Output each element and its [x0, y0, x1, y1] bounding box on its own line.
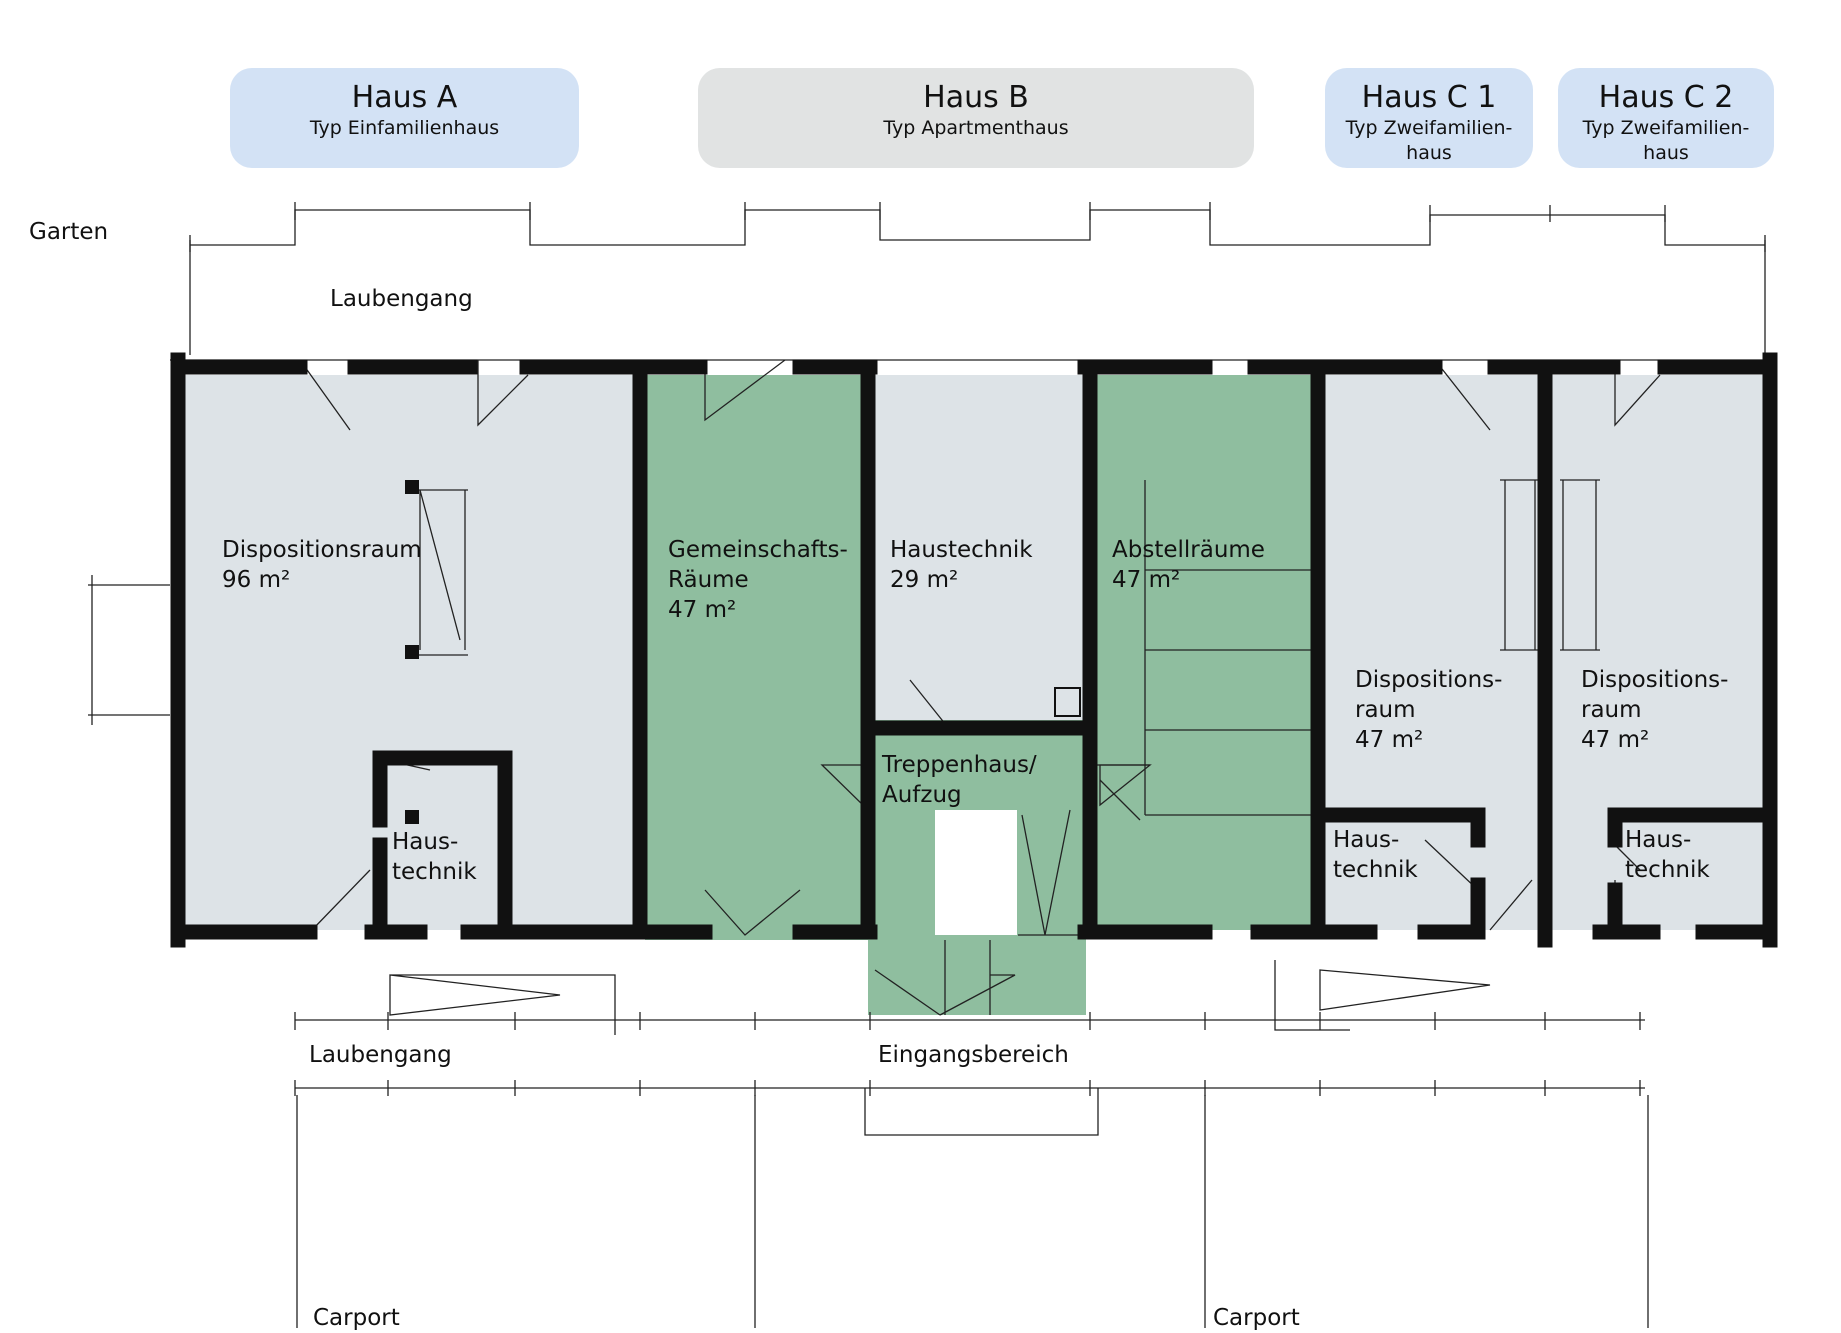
laubengang-ramp-right — [1274, 960, 1491, 1031]
fill-elevator — [935, 810, 1017, 935]
haus-a-header: Haus A Typ Einfamilienhaus — [230, 68, 579, 168]
walls — [170, 352, 1778, 948]
room-haustechnik-a: Haus- technik — [392, 827, 477, 887]
room-fills — [185, 375, 1763, 1015]
haus-c2-header: Haus C 2 Typ Zweifamilien- haus — [1558, 68, 1774, 168]
haus-type: Typ Zweifamilien- — [1345, 117, 1513, 139]
room-treppenhaus: Treppenhaus/ Aufzug — [882, 750, 1037, 810]
room-name: raum — [1581, 697, 1642, 723]
haus-c1-header: Haus C 1 Typ Zweifamilien- haus — [1325, 68, 1533, 168]
room-area: 29 m² — [890, 567, 959, 593]
haus-title: Haus B — [923, 80, 1029, 115]
wall-htc1 — [1317, 807, 1486, 940]
room-disp-a: Dispositionsraum 96 m² — [222, 535, 422, 595]
storage-partitions — [1144, 480, 1316, 816]
wall-htc2 — [1607, 807, 1773, 940]
west-annex — [88, 575, 170, 725]
room-name: Haus- — [392, 829, 459, 855]
room-haustechnik-c2: Haus- technik — [1625, 825, 1710, 885]
haus-type: Typ Apartmenthaus — [883, 117, 1069, 139]
room-name: raum — [1355, 697, 1416, 723]
fill-haus-c2 — [1548, 375, 1763, 930]
carport-left — [296, 1095, 756, 1328]
wall-sections — [405, 480, 1081, 824]
room-haustechnik-c1: Haus- technik — [1333, 825, 1418, 885]
room-name: technik — [1625, 857, 1710, 883]
haus-type: Typ Zweifamilien- — [1582, 117, 1750, 139]
wardrobes — [415, 479, 1600, 656]
entry-box — [864, 1088, 1099, 1136]
room-haustechnik-b: Haustechnik 29 m² — [890, 535, 1033, 595]
ticks — [189, 202, 1766, 1096]
room-name: Gemeinschafts- — [668, 537, 848, 563]
fill-gemeinschaft — [645, 375, 870, 940]
room-name: Räume — [668, 567, 749, 593]
room-name: Haustechnik — [890, 537, 1033, 563]
label-carport-left: Carport — [313, 1305, 400, 1331]
haus-title: Haus C 1 — [1361, 80, 1497, 115]
room-area: 96 m² — [222, 567, 291, 593]
room-name: Dispositionsraum — [222, 537, 422, 563]
room-name: Treppenhaus/ — [882, 752, 1037, 778]
room-area: 47 m² — [1355, 727, 1424, 753]
room-name: technik — [1333, 857, 1418, 883]
room-gemeinschaft: Gemeinschafts- Räume 47 m² — [668, 535, 848, 625]
room-area: 47 m² — [1112, 567, 1181, 593]
bottom-dimension — [295, 1019, 1645, 1089]
wall-hta — [372, 750, 513, 940]
room-disp-c2: Dispositions- raum 47 m² — [1581, 665, 1728, 755]
room-name: Dispositions- — [1355, 667, 1503, 693]
room-name: Dispositions- — [1581, 667, 1729, 693]
room-name: Aufzug — [882, 782, 962, 808]
haus-b-header: Haus B Typ Apartmenthaus — [698, 68, 1254, 168]
room-name: Abstellräume — [1112, 537, 1265, 563]
top-outline — [190, 209, 1765, 246]
haus-type: haus — [1406, 142, 1452, 164]
haus-title: Haus C 2 — [1598, 80, 1734, 115]
laubengang-ramp-left — [389, 974, 616, 1035]
label-garten: Garten — [29, 219, 109, 245]
haus-type: Typ Einfamilienhaus — [309, 117, 500, 139]
room-abstell: Abstellräume 47 m² — [1112, 535, 1265, 595]
haus-type: haus — [1643, 142, 1689, 164]
carport-right — [1204, 1095, 1649, 1328]
room-area: 47 m² — [668, 597, 737, 623]
entry-doors — [874, 940, 1016, 1016]
label-laubengang-bottom: Laubengang — [309, 1042, 452, 1068]
label-laubengang-top: Laubengang — [330, 286, 473, 312]
fill-abstell — [1088, 375, 1316, 930]
fill-haus-c1 — [1318, 375, 1543, 930]
haus-title: Haus A — [351, 80, 458, 115]
label-eingangsbereich: Eingangsbereich — [878, 1042, 1069, 1068]
label-carport-right: Carport — [1213, 1305, 1300, 1331]
fill-haustechnik-b — [870, 375, 1085, 720]
room-disp-c1: Dispositions- raum 47 m² — [1355, 665, 1502, 755]
room-name: technik — [392, 859, 477, 885]
room-area: 47 m² — [1581, 727, 1650, 753]
room-name: Haus- — [1625, 827, 1692, 853]
room-name: Haus- — [1333, 827, 1400, 853]
